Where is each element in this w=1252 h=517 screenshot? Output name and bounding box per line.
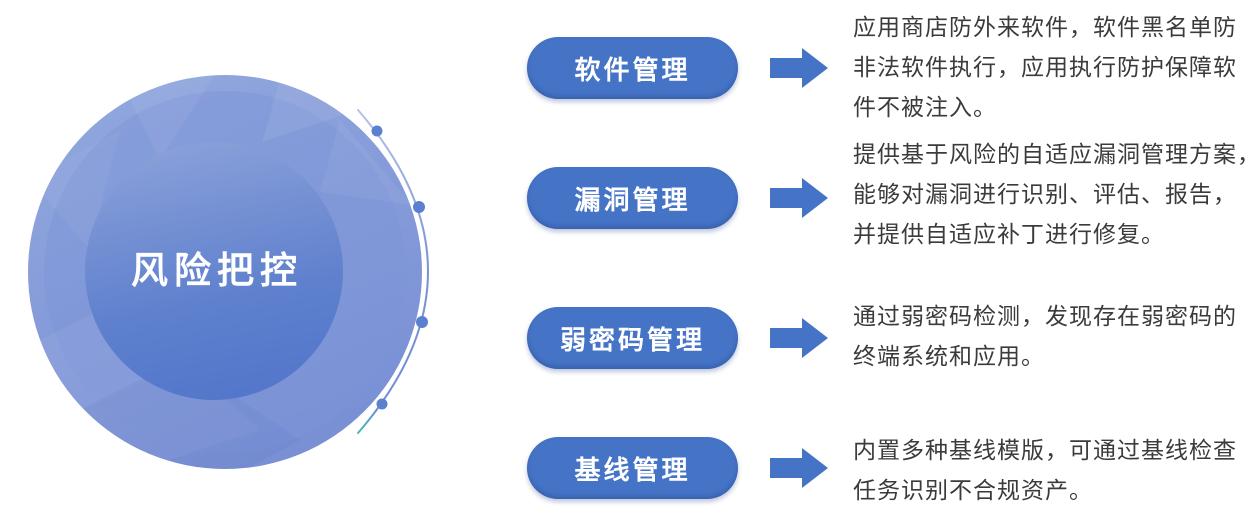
description-weak-password: 通过弱密码检测，发现存在弱密码的终端系统和应用。: [853, 296, 1252, 376]
orbit-dot: [416, 316, 428, 328]
description-vulnerability: 提供基于风险的自适应漏洞管理方案， 能够对漏洞进行识别、评估、报告， 并提供自适应补…: [853, 134, 1252, 254]
right-arrow-icon: [770, 48, 828, 88]
pill-weak-password-management: 弱密码管理: [527, 307, 738, 369]
orbit-dot: [376, 398, 388, 410]
description-line: 终端系统和应用。: [853, 343, 1045, 369]
risk-circle-title: 风险把控: [131, 250, 303, 291]
pill-baseline-management: 基线管理: [527, 437, 738, 499]
description-line: 非法软件执行，应用执行防护保障软: [853, 54, 1237, 80]
description-line: 能够对漏洞进行识别、评估、报告，: [853, 181, 1237, 207]
orbit-arc: [357, 109, 429, 434]
description-line: 通过弱密码检测，发现存在弱密码的: [853, 303, 1237, 329]
description-line: 提供基于风险的自适应漏洞管理方案，: [853, 141, 1252, 167]
right-arrow-icon: [770, 318, 828, 358]
pill-vulnerability-management: 漏洞管理: [527, 167, 738, 229]
description-line: 并提供自适应补丁进行修复。: [853, 221, 1165, 247]
description-line: 内置多种基线模版，可通过基线检查: [853, 437, 1237, 463]
right-arrow-icon: [770, 178, 828, 218]
description-baseline: 内置多种基线模版，可通过基线检查任务识别不合规资产。: [853, 430, 1252, 510]
orbit-dot: [413, 201, 425, 213]
orbit-dot: [371, 125, 383, 137]
right-arrow-icon: [770, 448, 828, 488]
description-line: 任务识别不合规资产。: [853, 477, 1093, 503]
description-line: 应用商店防外来软件，软件黑名单防: [853, 14, 1237, 40]
pill-software-management: 软件管理: [527, 37, 738, 99]
risk-circle-graphic: [28, 75, 429, 469]
description-software: 应用商店防外来软件，软件黑名单防非法软件执行，应用执行防护保障软件不被注入。: [853, 7, 1252, 127]
description-line: 件不被注入。: [853, 94, 997, 120]
